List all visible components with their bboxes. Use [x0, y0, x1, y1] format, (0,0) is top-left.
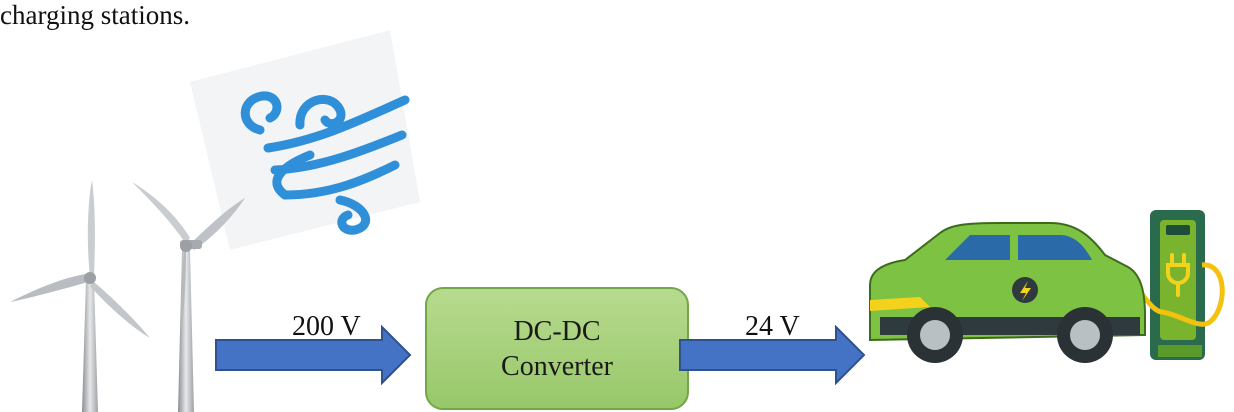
input-arrow — [215, 325, 412, 385]
output-arrow — [679, 325, 866, 385]
electric-car-charging-icon — [869, 210, 1225, 363]
output-voltage-label: 24 V — [745, 311, 800, 342]
wind-icon — [190, 30, 420, 250]
converter-label-line1: DC-DC — [513, 315, 601, 347]
caption-text: charging stations. — [0, 0, 190, 30]
converter-label-line2: Converter — [501, 350, 613, 382]
wind-turbine-icon — [10, 180, 245, 412]
dc-dc-converter-block: DC-DC Converter — [425, 287, 689, 410]
input-voltage-label: 200 V — [292, 311, 361, 342]
